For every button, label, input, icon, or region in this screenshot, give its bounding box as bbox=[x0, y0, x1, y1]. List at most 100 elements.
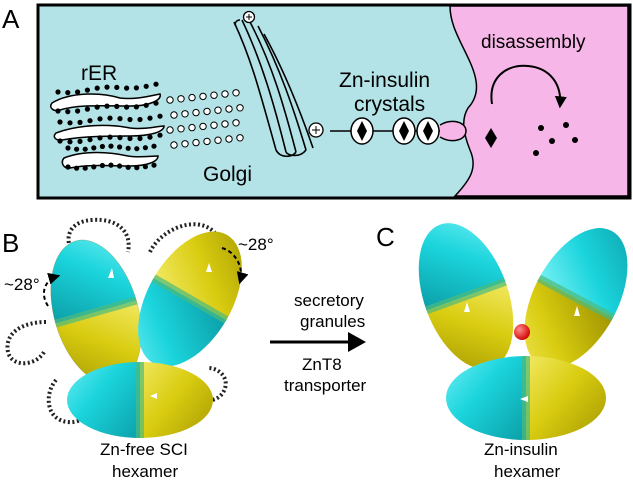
golgi-vesicle-top bbox=[242, 10, 256, 24]
panel-b: B bbox=[2, 213, 274, 481]
arrow-label-bottom-line1: ZnT8 bbox=[302, 355, 342, 374]
panel-c-caption-line1: Zn-insulin bbox=[484, 440, 558, 459]
maturation-arrow: secretory granules ZnT8 transporter bbox=[270, 291, 367, 395]
zinc-ion bbox=[514, 324, 530, 340]
secretory-granule bbox=[416, 117, 440, 145]
ribosome bbox=[147, 115, 153, 121]
ribosome bbox=[55, 89, 61, 95]
ribosome bbox=[74, 165, 80, 171]
transport-vesicle bbox=[170, 141, 178, 149]
ribosome bbox=[117, 144, 123, 150]
panel-label-a: A bbox=[2, 4, 20, 34]
ribosome bbox=[107, 115, 113, 121]
panel-c-caption-line2: hexamer bbox=[494, 462, 560, 481]
crystals-label-line1: Zn-insulin bbox=[339, 69, 430, 92]
ribosome bbox=[65, 109, 71, 115]
fusion-pore bbox=[439, 120, 467, 142]
ribosome bbox=[127, 135, 133, 142]
ribosome bbox=[94, 85, 100, 91]
surface-highlights-c bbox=[464, 302, 580, 402]
transport-vesicle bbox=[203, 137, 211, 146]
ribosome bbox=[57, 119, 63, 125]
ribosome bbox=[82, 146, 88, 152]
transport-vesicle bbox=[210, 121, 218, 129]
ribosome bbox=[114, 103, 120, 109]
arrow-label-bottom-line2: transporter bbox=[284, 376, 367, 395]
transport-vesicle bbox=[188, 123, 196, 132]
panel-c: C bbox=[376, 210, 633, 481]
transport-vesicle bbox=[170, 111, 178, 119]
ribosome bbox=[77, 119, 83, 125]
ribosome bbox=[99, 143, 105, 150]
ribosome bbox=[104, 84, 110, 90]
ribosome bbox=[117, 116, 123, 122]
angle-label-left: ~28° bbox=[4, 275, 40, 294]
ribosome bbox=[143, 83, 149, 89]
transport-vesicle bbox=[181, 140, 189, 148]
transport-vesicle bbox=[236, 134, 244, 142]
ribosome bbox=[151, 162, 157, 168]
transport-vesicle bbox=[214, 106, 222, 114]
ribosome bbox=[147, 134, 153, 140]
transport-vesicles bbox=[166, 89, 244, 149]
transport-vesicle bbox=[236, 104, 244, 112]
transport-vesicle bbox=[203, 107, 211, 116]
ribosome bbox=[75, 108, 81, 114]
ribosome bbox=[142, 164, 148, 170]
ribosome bbox=[137, 135, 143, 142]
disassembly-arrow bbox=[490, 64, 567, 109]
ribosome bbox=[74, 146, 80, 152]
ribosome bbox=[55, 108, 61, 114]
transport-vesicle bbox=[188, 93, 196, 102]
ribosome bbox=[94, 104, 100, 110]
panel-label-c: C bbox=[376, 222, 395, 252]
ribosome bbox=[91, 145, 97, 151]
ribosome bbox=[108, 162, 114, 168]
ribosome bbox=[99, 162, 105, 169]
transport-vesicle bbox=[221, 120, 229, 128]
ribosome bbox=[87, 137, 93, 143]
extracellular-region bbox=[449, 5, 629, 197]
transport-vesicle bbox=[192, 108, 200, 117]
ribosome bbox=[133, 85, 139, 91]
panel-a: A rER bbox=[2, 3, 632, 200]
ribosome bbox=[67, 120, 73, 126]
ribosome bbox=[77, 138, 83, 144]
ribosome bbox=[114, 84, 120, 90]
free-hexamers bbox=[533, 122, 578, 156]
ribosome bbox=[108, 143, 114, 149]
arrow-label-top-line2: granules bbox=[300, 312, 365, 331]
rotation-arrows bbox=[42, 247, 249, 307]
secretory-granule bbox=[392, 117, 416, 145]
disassembly-label: disassembly bbox=[481, 32, 586, 53]
transport-vesicle bbox=[210, 91, 218, 99]
ribosome bbox=[97, 135, 103, 141]
transport-vesicle bbox=[177, 125, 185, 133]
crystal-granules bbox=[330, 117, 467, 145]
ribosome bbox=[124, 85, 130, 91]
ribosome bbox=[87, 118, 93, 124]
panel-label-b: B bbox=[2, 228, 19, 258]
ribosome bbox=[67, 139, 73, 145]
panel-b-caption-line2: hexamer bbox=[112, 462, 178, 481]
ribosome bbox=[84, 87, 90, 93]
golgi-apparatus bbox=[233, 19, 314, 158]
surface-highlights bbox=[108, 263, 212, 399]
ribosome bbox=[75, 89, 81, 95]
ribosome bbox=[65, 145, 71, 151]
transport-vesicle bbox=[166, 126, 174, 134]
exocytosed-crystal bbox=[485, 128, 497, 148]
transport-vesicle bbox=[225, 135, 233, 143]
rer-label: rER bbox=[81, 62, 117, 85]
ribosome bbox=[91, 164, 97, 170]
ribosome bbox=[153, 81, 159, 87]
ribosome bbox=[125, 145, 131, 151]
ribosome bbox=[157, 113, 163, 119]
ribosome bbox=[65, 164, 71, 170]
transport-vesicle bbox=[232, 119, 240, 127]
ribosome bbox=[82, 165, 88, 171]
ribosome bbox=[57, 138, 63, 144]
ribosome bbox=[137, 116, 143, 123]
ribosome bbox=[134, 165, 140, 171]
